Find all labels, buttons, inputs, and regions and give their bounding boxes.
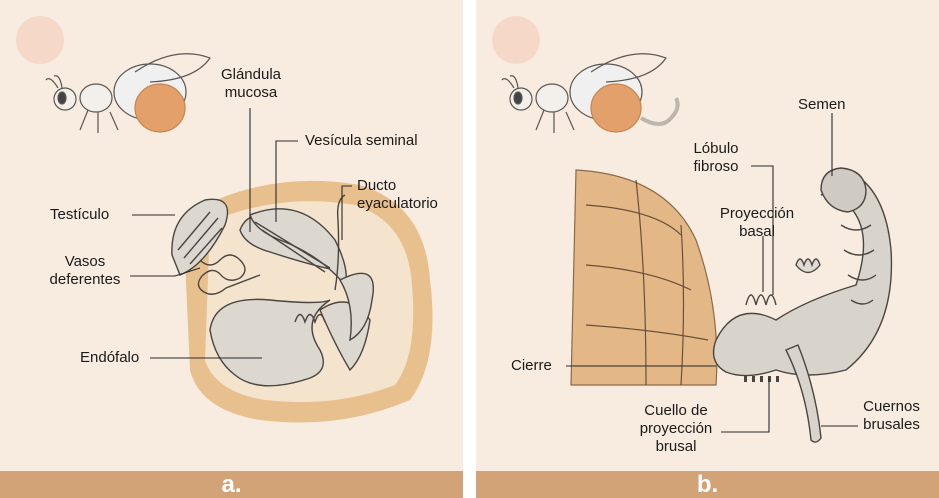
label-glandula-mucosa: Glándula mucosa xyxy=(200,66,302,102)
panel-b-footer: b. xyxy=(476,471,939,498)
panel-a-footer: a. xyxy=(0,471,463,498)
label-vesicula-seminal: Vesícula seminal xyxy=(305,132,418,150)
panel-b-letter: b. xyxy=(697,471,718,498)
label-ducto-eyaculatorio: Ducto eyaculatorio xyxy=(357,177,438,213)
label-proyeccion-basal: Proyección basal xyxy=(702,205,812,241)
label-vasos-deferentes: Vasos deferentes xyxy=(40,253,130,289)
label-cuello-proyeccion-brusal: Cuello de proyección brusal xyxy=(631,402,721,456)
bursal-neck-teeth xyxy=(744,376,779,382)
label-endofalo: Endófalo xyxy=(80,349,139,367)
abdomen-tip xyxy=(571,170,717,385)
panel-a: Glándula mucosa Vesícula seminal Ducto e… xyxy=(0,0,463,498)
label-semen: Semen xyxy=(798,96,846,114)
label-lobulo-fibroso: Lóbulo fibroso xyxy=(683,140,749,176)
panel-b: Semen Lóbulo fibroso Proyección basal Ci… xyxy=(476,0,939,498)
corner-dot xyxy=(16,16,64,64)
label-cierre: Cierre xyxy=(511,357,552,375)
basal-projection-shape xyxy=(746,295,776,305)
semen-mass xyxy=(821,168,866,212)
label-testiculo: Testículo xyxy=(50,206,109,224)
bee-icon xyxy=(502,54,678,133)
fibrous-lobe-shape xyxy=(796,259,820,273)
label-cuernos-brusales: Cuernos brusales xyxy=(854,398,929,434)
corner-dot xyxy=(492,16,540,64)
bee-icon xyxy=(46,54,210,133)
panel-a-letter: a. xyxy=(221,471,241,498)
